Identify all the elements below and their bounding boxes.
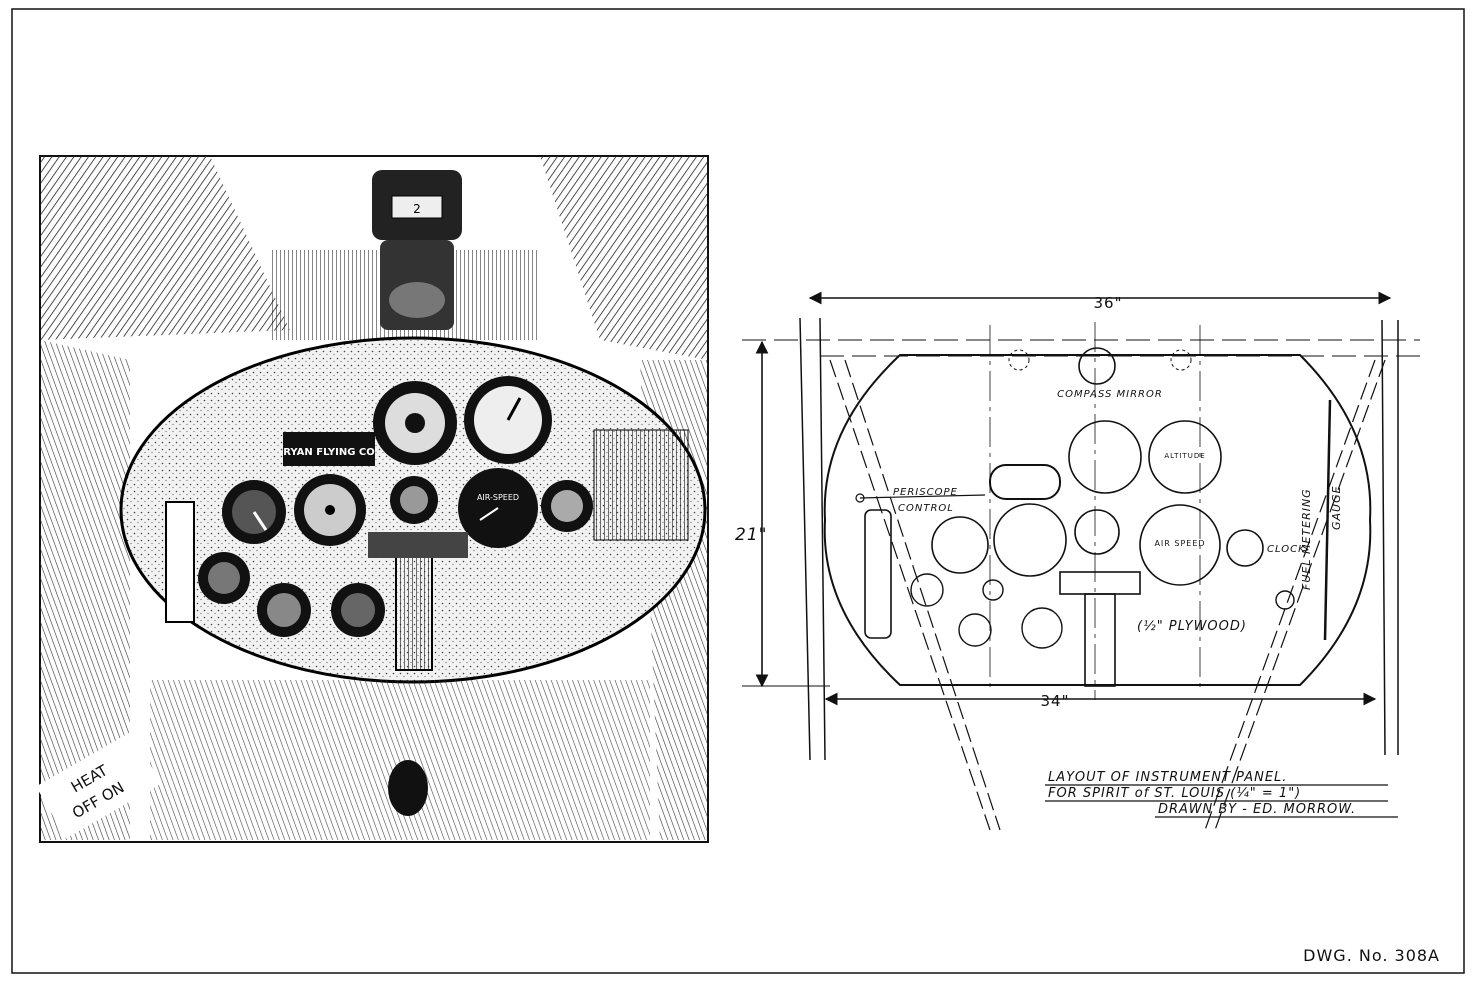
gauge-left-1 [222, 480, 286, 544]
dim-34-label: 34" [1041, 692, 1070, 710]
sheet-border [11, 8, 1465, 974]
fuel-tube-drawing [864, 509, 892, 639]
panel-outline [823, 354, 1372, 686]
roof-left [40, 156, 290, 340]
compass-mirror-label: COMPASS MIRROR [1057, 389, 1163, 400]
instrument-clock [1226, 529, 1264, 567]
instrument-oil-press [958, 613, 992, 647]
instrument-oil-temp [910, 573, 944, 607]
plumbing-area [150, 680, 650, 840]
gauge-lower-mid [257, 583, 311, 637]
cockpit-illustration: 2 RYAN FLYING CO AIR-SPEED [36, 155, 709, 843]
drawing-number: DWG. No. 308A [1303, 946, 1440, 965]
title-line-1: LAYOUT OF INSTRUMENT PANEL. [1048, 770, 1287, 785]
gauge-left-2 [294, 474, 366, 546]
panel-layout-drawing [742, 291, 1420, 831]
airspeed-label: AIR SPEED [1154, 539, 1205, 548]
layout-labels: 36" 34" 21" COMPASS MIRROR PERISCOPE CON… [735, 294, 1343, 710]
title-line-3: DRAWN BY - ED. MORROW. [1158, 802, 1356, 817]
instrument-turn [1074, 509, 1120, 555]
fuel-valve-bank [395, 539, 433, 671]
instrument-panel: RYAN FLYING CO AIR-SPEED [119, 336, 707, 684]
fuel-gauge-label: GAUGE [1330, 485, 1343, 530]
plywood-label: (½" PLYWOOD) [1137, 619, 1247, 634]
compass-assembly: 2 [372, 170, 462, 330]
svg-text:AIR-SPEED: AIR-SPEED [477, 493, 519, 502]
gauge-lower-left [198, 552, 250, 604]
data-placard [593, 429, 689, 541]
svg-text:2: 2 [413, 202, 421, 216]
valve-crossbar [368, 532, 468, 558]
instrument-fuel-press [1021, 607, 1063, 649]
gauge-top-right [464, 376, 552, 464]
dim-36-label: 36" [1094, 294, 1123, 312]
instrument-earth-inductor [993, 503, 1067, 577]
compass-mirror-circle [1078, 347, 1116, 385]
airspeed-gauge: AIR-SPEED [458, 468, 538, 548]
roof-right [540, 156, 708, 360]
dim-21-label: 21" [735, 525, 767, 545]
periscope-label: PERISCOPE [893, 487, 958, 498]
title-block: LAYOUT OF INSTRUMENT PANEL. FOR SPIRIT o… [1045, 770, 1398, 818]
instrument-tach [931, 516, 989, 574]
gauge-center-small [390, 476, 438, 524]
periscope-window [989, 464, 1061, 500]
instrument-ball-bank [1068, 420, 1142, 494]
instrument-switch [1275, 590, 1295, 610]
control-label: CONTROL [898, 503, 954, 514]
primer-bulb [388, 760, 428, 816]
instrument-small-1 [982, 579, 1004, 601]
gauge-top-center [373, 381, 457, 465]
clock-label: CLOCK [1267, 544, 1306, 555]
gauge-lower-right [331, 583, 385, 637]
altitude-label: ALTITUDE [1164, 452, 1205, 460]
title-line-2: FOR SPIRIT of ST. LOUIS (¼" = 1") [1048, 786, 1301, 801]
name-plate-text: RYAN FLYING CO [283, 447, 375, 458]
gauge-right-small [541, 480, 593, 532]
fuel-valve-drawing [1059, 571, 1141, 595]
side-wall-left [40, 340, 130, 840]
name-plate [283, 432, 375, 466]
instrument-airspeed [1139, 504, 1221, 586]
instrument-altitude [1148, 420, 1222, 494]
fuel-metering-label: FUEL METERING [1300, 488, 1313, 590]
fuel-level-tube [165, 501, 195, 623]
